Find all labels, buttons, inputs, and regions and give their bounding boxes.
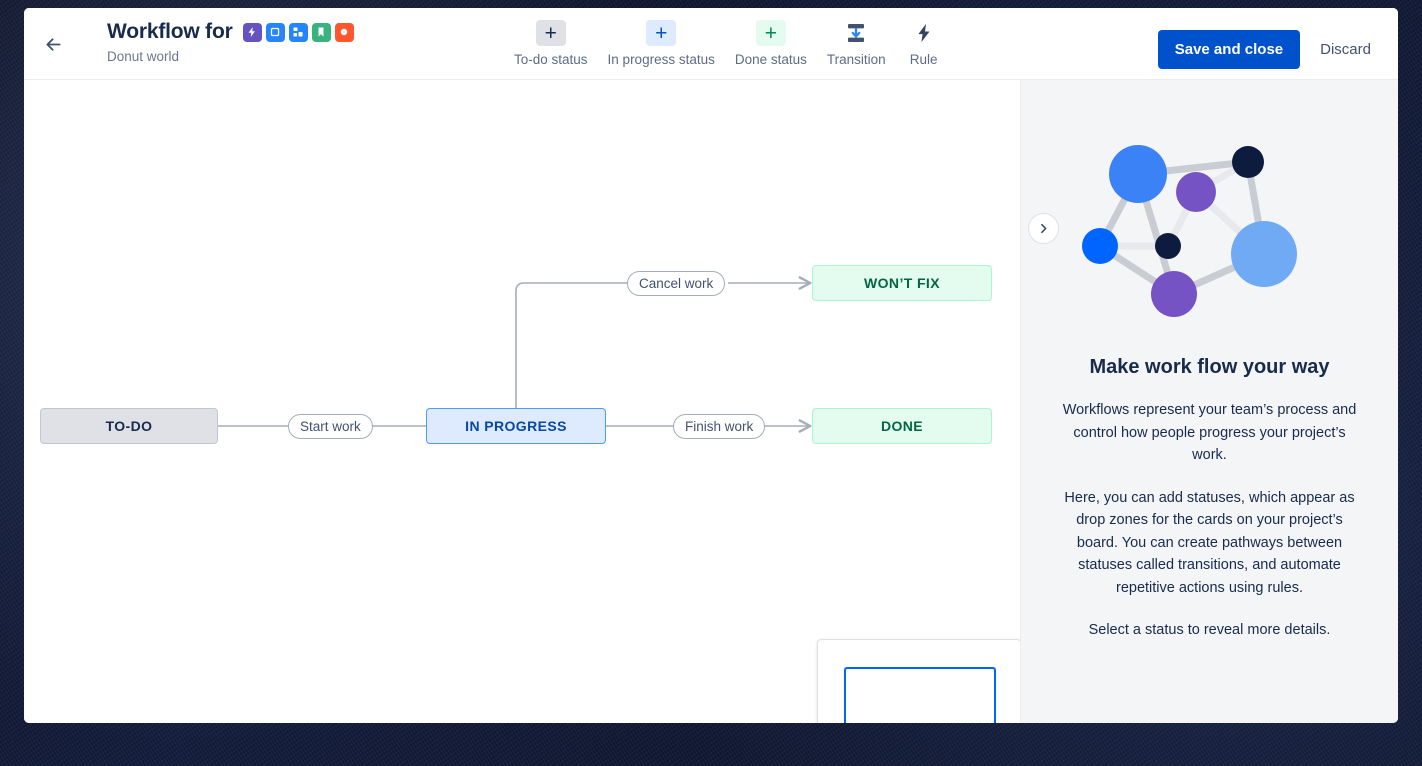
title-block: Workflow for [107, 19, 354, 66]
chevron-right-icon [1041, 223, 1047, 234]
status-node-in-progress[interactable]: IN PROGRESS [426, 408, 606, 444]
workflow-editor-window: Workflow for [24, 8, 1398, 723]
circle-project-icon [334, 22, 354, 42]
workflow-edges [218, 276, 812, 433]
plus-icon: + [646, 20, 677, 46]
tool-label: To-do status [514, 52, 588, 67]
header-actions: Save and close Discard [1157, 30, 1383, 69]
save-and-close-button[interactable]: Save and close [1157, 30, 1301, 69]
workflow-canvas[interactable]: TO-DO IN PROGRESS DONE WON’T FIX Start w… [24, 80, 1020, 723]
editor-toolbar: + To-do status + In progress status + Do… [504, 20, 952, 67]
side-panel-heading: Make work flow your way [1089, 356, 1330, 378]
transition-label-cancel-work[interactable]: Cancel work [627, 271, 726, 296]
transition-icon [841, 20, 871, 46]
bookmark-glyph [318, 27, 324, 37]
status-node-wont-fix[interactable]: WON’T FIX [812, 265, 992, 301]
lightning-icon [909, 20, 939, 46]
page-title: Workflow for [107, 20, 233, 43]
back-button[interactable] [36, 27, 70, 61]
bookmark-project-icon [311, 22, 331, 42]
discard-button[interactable]: Discard [1308, 30, 1383, 69]
info-side-panel: Make work flow your way Workflows repres… [1020, 80, 1398, 723]
side-panel-paragraph-2: Here, you can add statuses, which appear… [1064, 489, 1355, 596]
network-graph-illustration [1081, 145, 1297, 317]
side-panel-paragraph-1: Workflows represent your team’s process … [1062, 402, 1357, 463]
project-icon-group [242, 22, 354, 42]
tool-label: In progress status [607, 52, 715, 67]
transition-glyph [848, 24, 865, 42]
square-project-icon [265, 22, 285, 42]
add-rule-button[interactable]: Rule [896, 20, 952, 67]
editor-body: TO-DO IN PROGRESS DONE WON’T FIX Start w… [24, 80, 1398, 723]
bolt-glyph [248, 27, 256, 37]
nodes-glyph [293, 27, 303, 37]
transition-label-finish-work[interactable]: Finish work [673, 414, 766, 439]
nodes-project-icon [288, 22, 308, 42]
lightning-project-icon [242, 22, 262, 42]
tool-label: Rule [909, 52, 938, 67]
add-inprogress-status-button[interactable]: + In progress status [598, 20, 725, 67]
canvas-minimap[interactable] [817, 639, 1020, 723]
side-panel-paragraph-3: Select a status to reveal more details. [1088, 622, 1331, 638]
add-transition-button[interactable]: Transition [817, 20, 896, 67]
status-node-done[interactable]: DONE [812, 408, 992, 444]
bolt-glyph [918, 23, 930, 43]
status-node-todo[interactable]: TO-DO [40, 408, 218, 444]
tool-label: Done status [734, 52, 807, 67]
minimap-viewport[interactable] [844, 667, 996, 723]
plus-icon: + [535, 20, 566, 46]
collapse-panel-button[interactable] [1028, 213, 1059, 244]
page-subtitle: Donut world [107, 49, 180, 64]
app-header: Workflow for [24, 8, 1398, 80]
transition-label-start-work[interactable]: Start work [288, 414, 373, 439]
add-done-status-button[interactable]: + Done status [725, 20, 817, 67]
circle-glyph [340, 28, 348, 36]
tool-label: Transition [826, 52, 886, 67]
plus-icon: + [755, 20, 786, 46]
square-glyph [270, 27, 280, 37]
add-todo-status-button[interactable]: + To-do status [504, 20, 598, 67]
arrow-left-icon [45, 37, 61, 51]
